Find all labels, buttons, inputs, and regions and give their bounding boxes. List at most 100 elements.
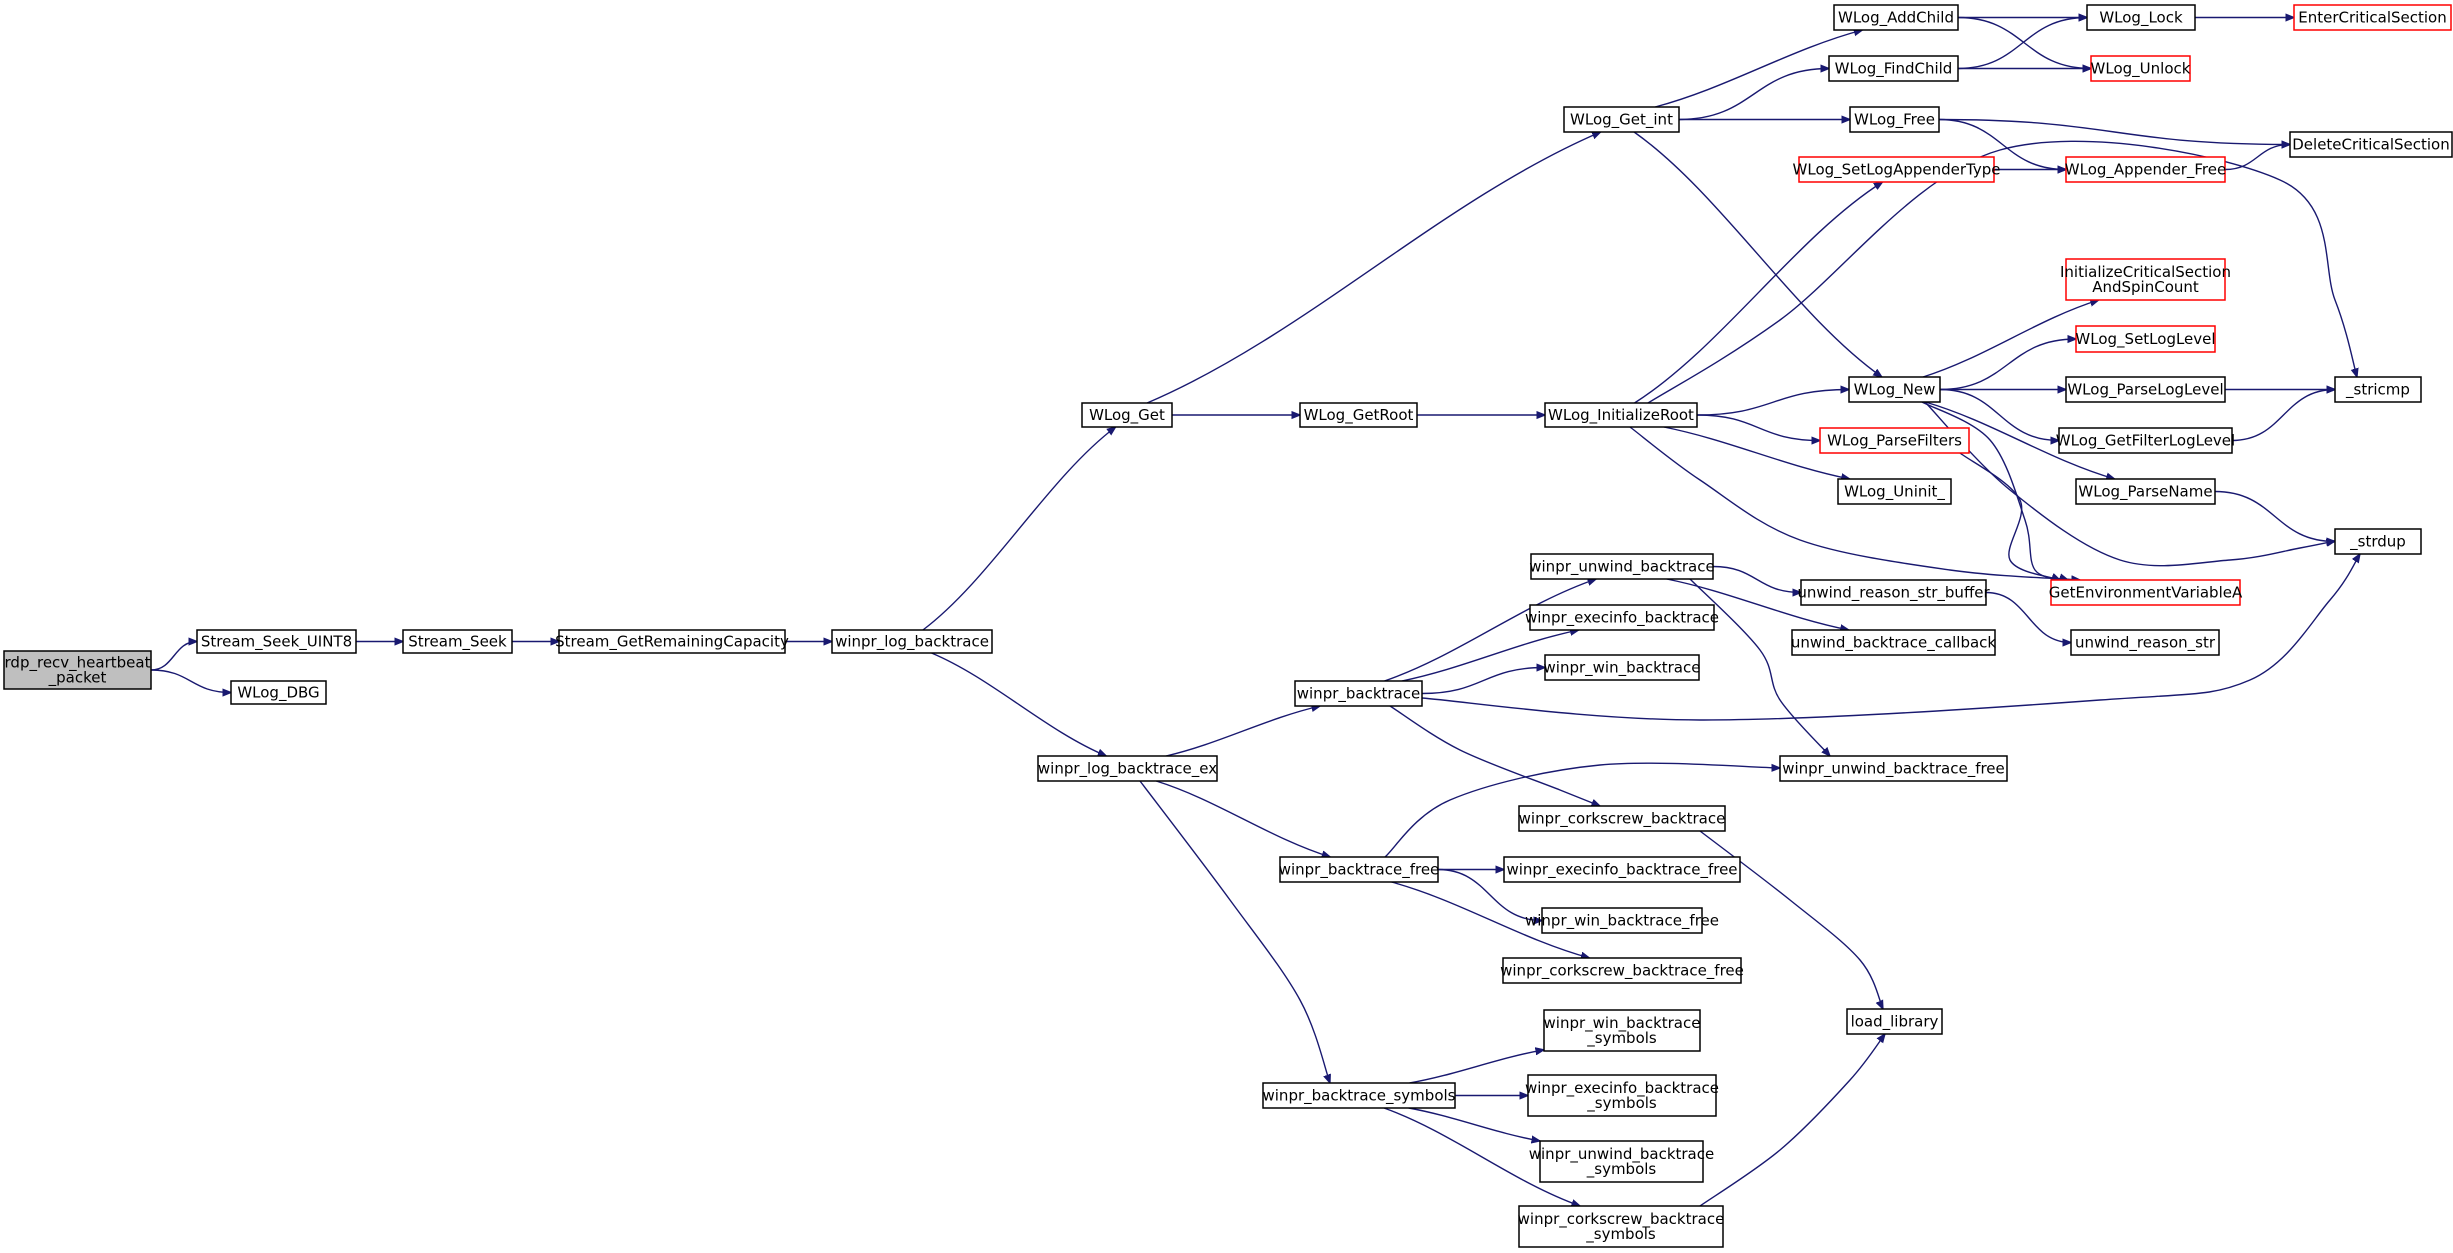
node-unwindsym[interactable]: winpr_unwind_backtrace_symbols [1529, 1140, 1714, 1183]
node-logbt[interactable]: winpr_log_backtrace [831, 629, 993, 654]
node-box [1503, 856, 1741, 883]
edge-btfree-to-corkfree [1391, 881, 1590, 958]
node-seek[interactable]: Stream_Seek [402, 629, 513, 654]
edge-getint-to-wnew [1633, 131, 1882, 377]
node-strdup[interactable]: _strdup [2334, 528, 2422, 555]
node-root[interactable]: rdp_recv_heartbeat_packet [3, 650, 152, 690]
node-parsefilters[interactable]: WLog_ParseFilters [1819, 427, 1970, 454]
edge-addchild-to-wunlock [1957, 16, 2091, 69]
node-box [196, 629, 357, 654]
node-winsym[interactable]: winpr_win_backtrace_symbols [1543, 1009, 1701, 1052]
node-uninit[interactable]: WLog_Uninit_ [1837, 478, 1952, 505]
node-label: WLog_Unlock [2091, 60, 2191, 79]
node-parsename[interactable]: WLog_ParseName [2075, 478, 2216, 505]
node-wlogget[interactable]: WLog_Get [1081, 402, 1173, 428]
node-unwindreason[interactable]: unwind_reason_str [2070, 629, 2220, 656]
edge-appfree-to-delcs [2224, 145, 2290, 171]
node-label: winpr_log_backtrace [835, 633, 989, 652]
node-wnew[interactable]: WLog_New [1848, 376, 1941, 403]
node-getroot[interactable]: WLog_GetRoot [1299, 402, 1418, 428]
node-winbt[interactable]: winpr_win_backtrace [1544, 654, 1701, 681]
node-label: _strdup [2349, 533, 2406, 552]
node-unwindcb[interactable]: unwind_backtrace_callback [1791, 629, 1997, 656]
node-getint[interactable]: WLog_Get_int [1563, 106, 1680, 133]
node-box [1798, 156, 1995, 183]
node-box [2289, 131, 2453, 158]
node-box [831, 629, 993, 654]
edge-wnew-to-parsename [1925, 401, 2114, 479]
node-box [2090, 55, 2191, 82]
node-box [1849, 106, 1940, 133]
node-unwindbt[interactable]: winpr_unwind_backtrace [1529, 553, 1715, 580]
node-label: WLog_SetLogLevel [2075, 330, 2215, 349]
edge-logbtex-to-btsym [1139, 780, 1330, 1083]
node-label: winpr_unwind_backtrace [1529, 558, 1714, 577]
node-layer: rdp_recv_heartbeat_packet Stream_Seek_UIN… [3, 4, 2453, 1248]
node-wunlock[interactable]: WLog_Unlock [2090, 55, 2191, 82]
node-box [230, 680, 327, 705]
node-box [1539, 1140, 1704, 1183]
node-label: GetEnvironmentVariableA [2049, 584, 2243, 602]
node-label: winpr_execinfo_backtrace [1525, 609, 1719, 628]
node-setlevel[interactable]: WLog_SetLogLevel [2075, 325, 2216, 353]
node-btsym[interactable]: winpr_backtrace_symbols [1262, 1082, 1456, 1109]
node-label: WLog_ParseFilters [1827, 432, 1962, 451]
node-delcs[interactable]: DeleteCriticalSection [2289, 131, 2453, 158]
node-box [2075, 478, 2216, 505]
node-label: _symbols [1586, 1160, 1657, 1179]
node-wlock[interactable]: WLog_Lock [2086, 4, 2196, 31]
node-enter[interactable]: EnterCriticalSection [2293, 4, 2452, 31]
edge-bt-to-winbt [1421, 668, 1545, 695]
node-stricmp[interactable]: _stricmp [2334, 376, 2422, 403]
node-label: WLog_GetRoot [1304, 406, 1414, 425]
node-unwindbuf[interactable]: unwind_reason_str_buffer [1797, 579, 1991, 606]
node-winfree[interactable]: winpr_win_backtrace_free [1525, 907, 1719, 934]
node-label: Stream_GetRemainingCapacity [555, 633, 789, 652]
node-loadlib[interactable]: load_library [1846, 1008, 1943, 1035]
node-btfree[interactable]: winpr_backtrace_free [1279, 856, 1440, 883]
node-unwindfree[interactable]: winpr_unwind_backtrace_free [1779, 755, 2008, 782]
node-remcap[interactable]: Stream_GetRemainingCapacity [555, 629, 789, 654]
node-bt[interactable]: winpr_backtrace [1294, 680, 1423, 707]
node-box [1541, 907, 1703, 934]
node-appfree[interactable]: WLog_Appender_Free [2065, 156, 2226, 183]
node-corkbt[interactable]: winpr_corkscrew_backtrace [1518, 805, 1726, 832]
node-label: WLog_AddChild [1838, 9, 1954, 28]
node-box [2334, 528, 2422, 555]
edge-btsym-to-corksym [1383, 1107, 1580, 1206]
node-label: WLog_Free [1854, 111, 1935, 130]
node-box [1543, 1009, 1701, 1052]
node-getenv[interactable]: GetEnvironmentVariableA [2049, 579, 2243, 606]
node-label: winpr_backtrace_free [1279, 861, 1440, 880]
node-box [1544, 402, 1698, 428]
node-box [1837, 478, 1952, 505]
node-addchild[interactable]: WLog_AddChild [1833, 4, 1959, 31]
node-label: winpr_execinfo_backtrace_free [1506, 861, 1737, 880]
node-wfree[interactable]: WLog_Free [1849, 106, 1940, 133]
node-seekuint8[interactable]: Stream_Seek_UINT8 [196, 629, 357, 654]
node-label: winpr_win_backtrace [1544, 659, 1701, 678]
node-execfree[interactable]: winpr_execinfo_backtrace_free [1503, 856, 1741, 883]
node-label: WLog_Get_int [1570, 111, 1673, 130]
node-box [1518, 805, 1726, 832]
node-wlogdbg[interactable]: WLog_DBG [230, 680, 327, 705]
node-corksym[interactable]: winpr_corkscrew_backtrace_symbols [1518, 1205, 1725, 1248]
edge-getint-to-addchild [1654, 30, 1862, 108]
edge-getint-to-findchild [1678, 69, 1829, 121]
edge-wnew-to-setlevel [1939, 339, 2076, 391]
node-initroot[interactable]: WLog_InitializeRoot [1544, 402, 1698, 428]
edge-layer [150, 16, 2360, 1207]
node-corkfree[interactable]: winpr_corkscrew_backtrace_free [1500, 957, 1744, 984]
node-label: WLog_DBG [237, 684, 319, 703]
node-getfilter[interactable]: WLog_GetFilterLogLevel [2056, 427, 2235, 454]
node-label: WLog_Appender_Free [2065, 161, 2226, 180]
node-parselevel[interactable]: WLog_ParseLogLevel [2065, 376, 2226, 403]
node-execbt[interactable]: winpr_execinfo_backtrace [1525, 604, 1719, 631]
edge-parsefilters-to-getenv [1959, 452, 2060, 581]
node-findchild[interactable]: WLog_FindChild [1828, 55, 1959, 82]
node-label: unwind_backtrace_callback [1791, 634, 1997, 653]
node-setapp[interactable]: WLog_SetLogAppenderType [1793, 156, 2001, 183]
node-execsym[interactable]: winpr_execinfo_backtrace_symbols [1525, 1074, 1719, 1117]
node-logbtex[interactable]: winpr_log_backtrace_ex [1037, 755, 1218, 782]
